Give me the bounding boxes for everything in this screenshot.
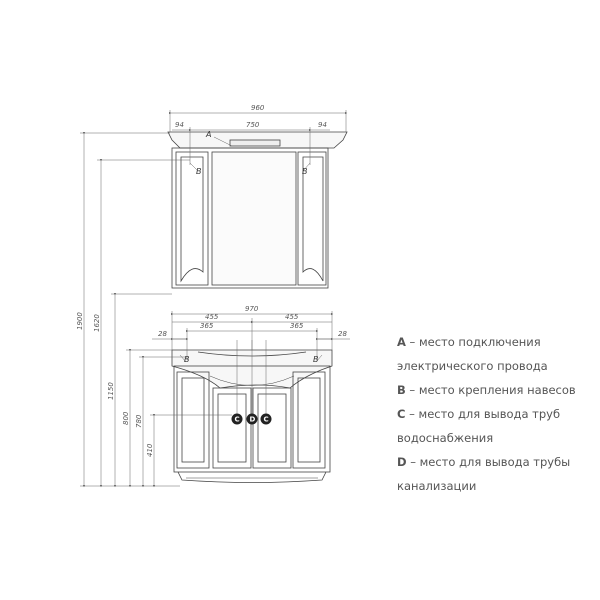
dim-height-mirror: 1620 [93,314,101,332]
dim-height-c: 800 [122,411,130,425]
dim-cabinet-edge-right: 28 [338,330,347,338]
dim-height-total: 1900 [76,312,84,330]
dim-mirror-center: 750 [246,121,260,129]
mirror-dimensions [168,110,348,165]
dim-cabinet-half-right: 455 [285,313,299,321]
callout-b-left-vanity: B [184,355,190,364]
legend-item-d: D – место для вывода трубы канализации [397,455,571,493]
dim-height-b: 780 [135,414,143,428]
dim-mirror-width: 960 [251,104,265,112]
dim-cabinet-width: 970 [245,305,259,313]
mirror-cabinet [167,131,348,289]
vanity-dimensions [152,311,350,415]
dim-height-sink: 1150 [107,382,115,400]
legend-item-a: A – место подключения электрического про… [397,335,548,373]
legend: A – место подключения электрического про… [397,330,597,498]
dim-height-low: 410 [146,443,154,457]
callout-a: A [205,130,211,139]
marker-c-left: C [235,416,240,424]
dim-cabinet-half-left: 455 [205,313,219,321]
height-dimensions [80,131,232,488]
callout-b-right: B [302,167,308,176]
dim-cabinet-inner-left: 365 [200,322,214,330]
callout-b-right-vanity: B [313,355,319,364]
dim-mirror-side-left: 94 [175,121,184,129]
legend-item-c: C – место для вывода труб водоснабжения [397,407,561,445]
marker-d: D [250,416,256,424]
pipe-markers [231,413,272,425]
legend-item-b: B – место крепления навесов [397,383,576,397]
marker-c-right: C [264,416,269,424]
dim-cabinet-inner-right: 365 [290,322,304,330]
dim-cabinet-edge-left: 28 [158,330,167,338]
dim-mirror-side-right: 94 [318,121,327,129]
callout-b-left: B [196,167,202,176]
